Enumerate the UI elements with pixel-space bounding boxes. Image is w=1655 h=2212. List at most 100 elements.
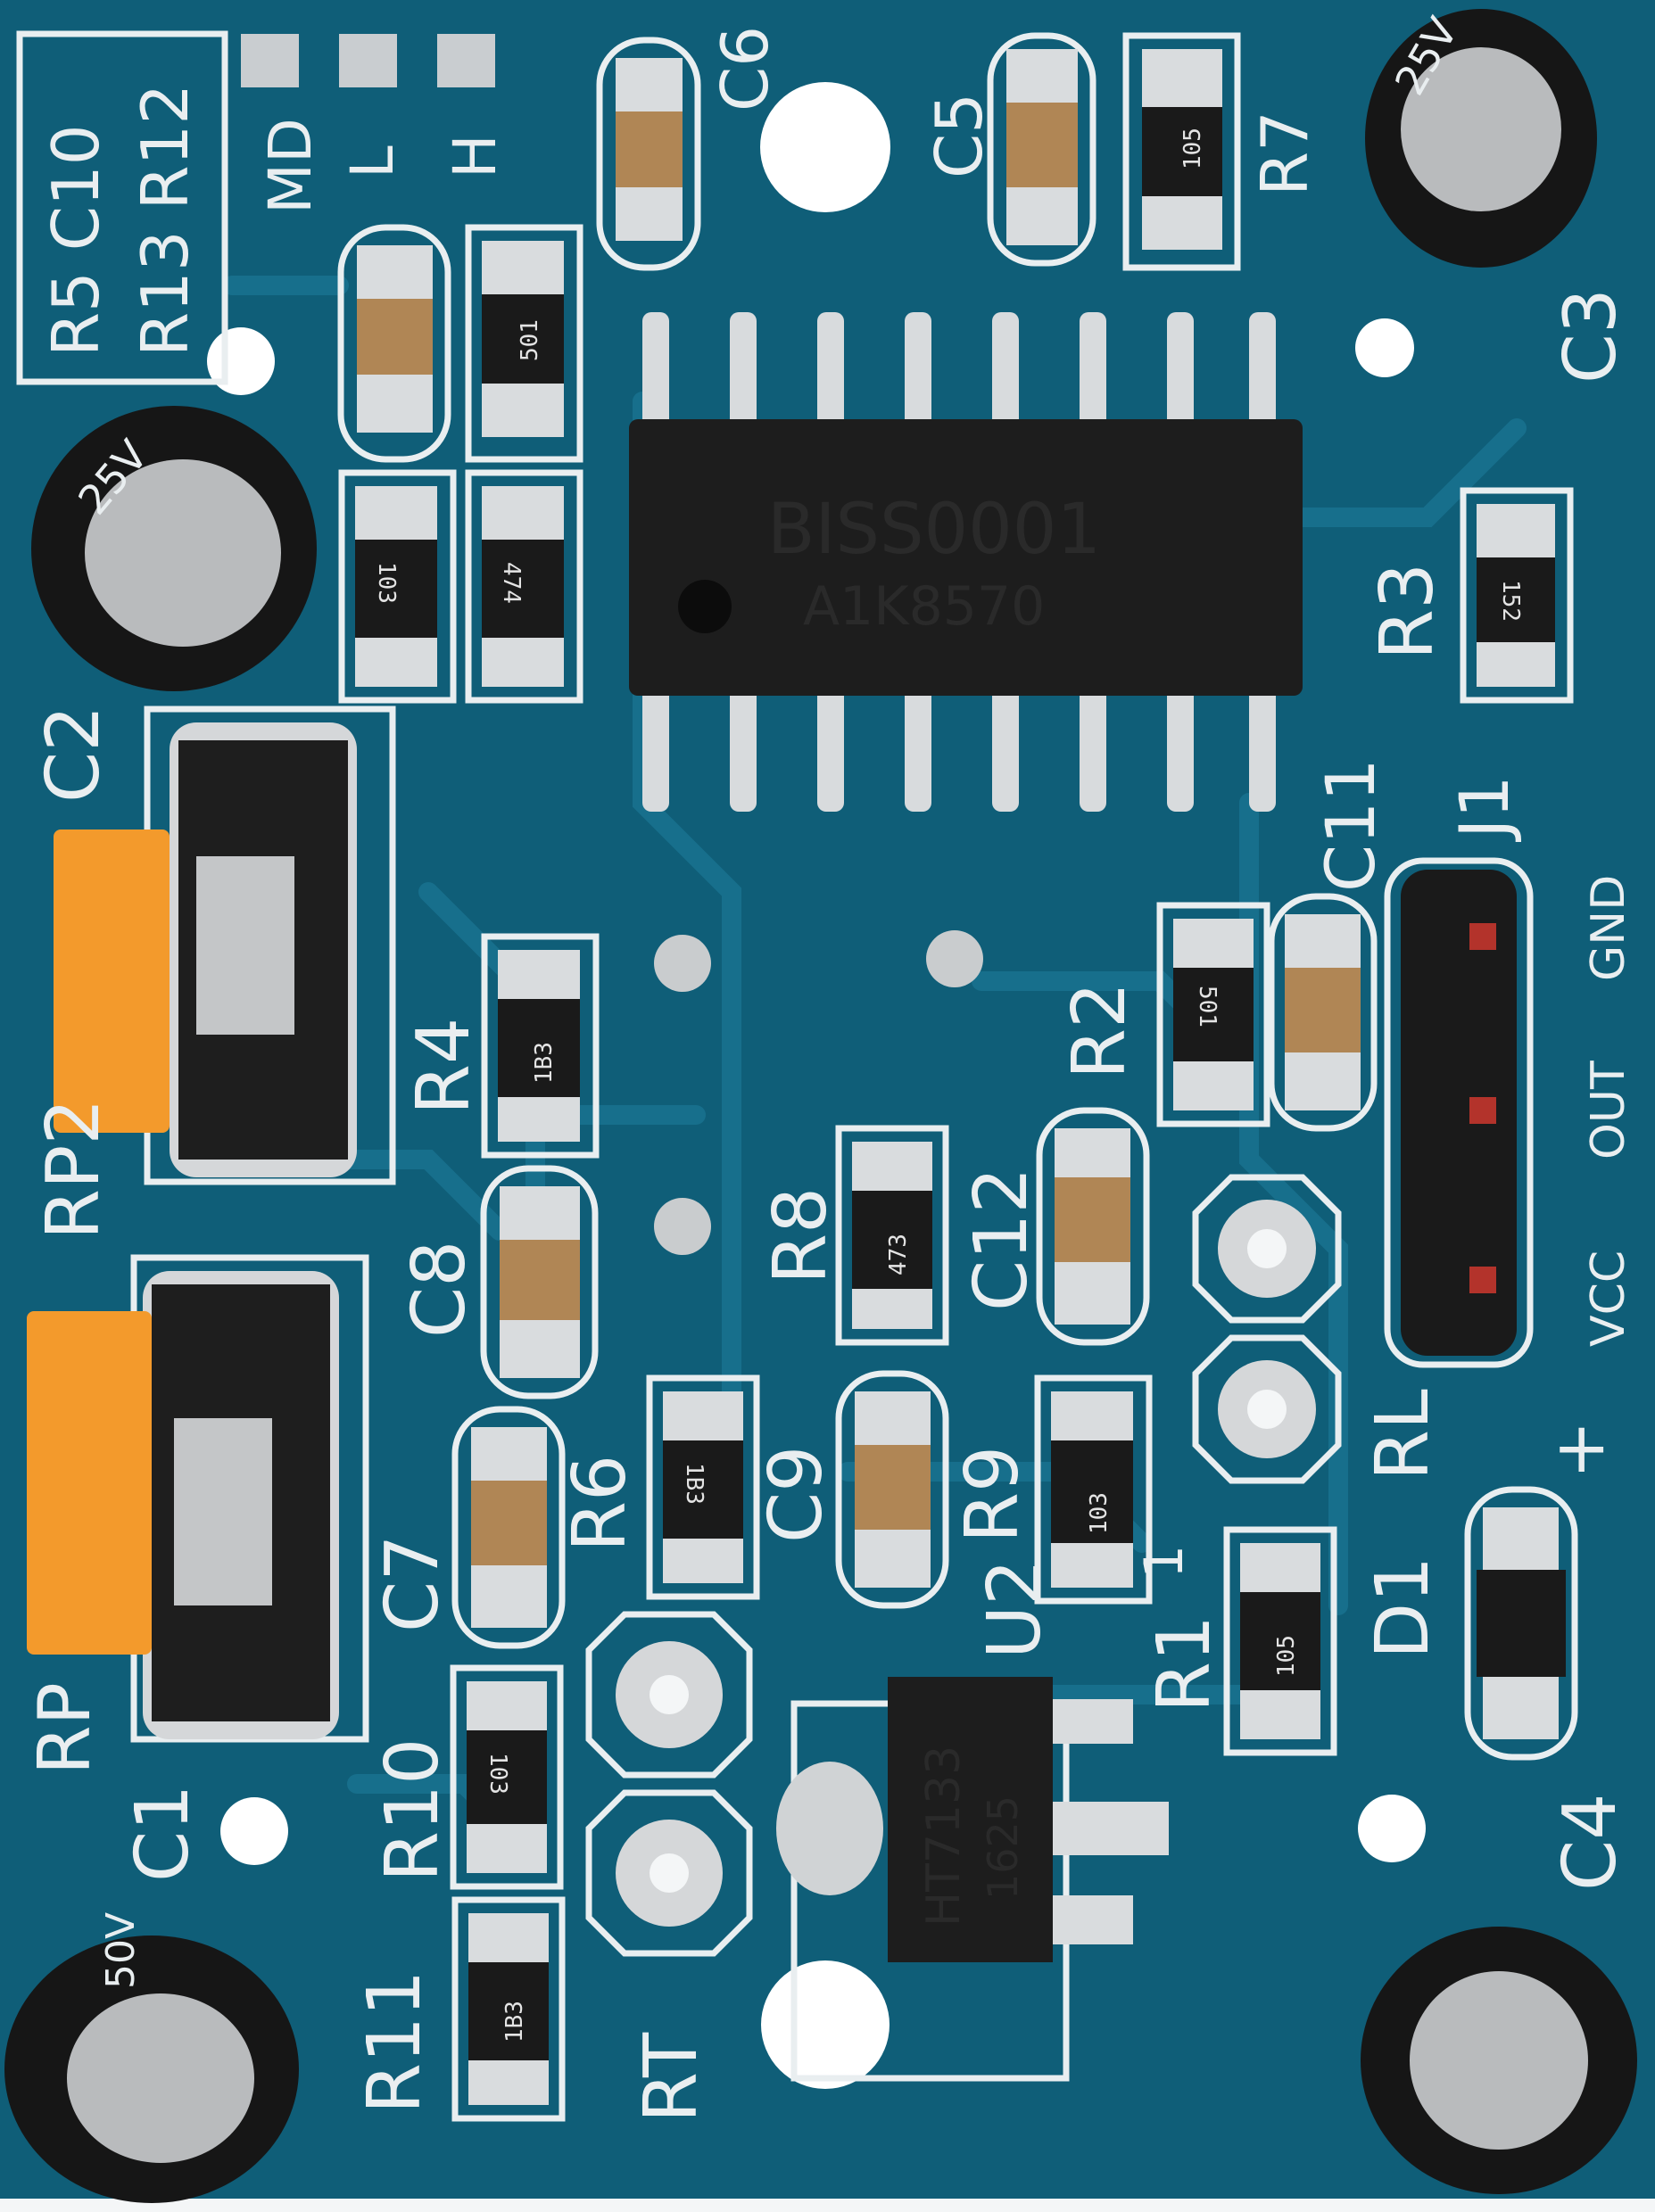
resistor-r10: 103 [450,1664,564,1890]
resistor-r4: 1B3 [481,933,600,1159]
r11-code: 1B3 [501,2001,528,2043]
r13-code: 103 [373,562,400,604]
capacitor-c7 [451,1406,566,1649]
resistor-r5: 501 [465,224,583,463]
ic-main-pins-bottom [642,687,1276,812]
label-c9: C9 [754,1446,839,1543]
resistor-r2: 501 [1156,902,1270,1127]
potentiometer-rp [27,1254,369,1743]
jumper-pad-h [437,34,495,87]
mounting-hole-right-bottom [1358,1795,1426,1862]
label-rp2: RP2 [31,1098,116,1240]
mounting-hole-left-top [207,327,275,395]
label-gnd: GND [1582,875,1635,981]
r10-code: 103 [484,1753,511,1795]
resistor-r3: 152 [1460,487,1574,704]
capacitor-c4-electrolytic [1361,1927,1637,2194]
label-r9: R9 [950,1446,1035,1543]
label-c8: C8 [397,1241,482,1338]
regulator-marking-2: 1625 [979,1795,1027,1900]
label-out: OUT [1582,1061,1635,1160]
resistor-r9: 103 [1034,1374,1153,1605]
resistor-r11: 1B3 [451,1896,566,2122]
label-c6: C6 [708,26,782,111]
ic-main-pins-top [642,312,1276,428]
jumper-pad-l [339,34,397,87]
rl-pads [1192,1174,1342,1484]
regulator-marking-1: HT7133 [917,1746,971,1927]
potentiometer-rp2 [54,706,396,1185]
ic-main-marking-2: A1K8570 [803,575,1045,638]
resistor-r12: 474 [465,469,583,704]
pin-vcc[interactable] [1469,1267,1496,1293]
resistor-r13: 103 [338,469,457,704]
label-r10: R10 [370,1738,455,1882]
rp2-knob[interactable] [54,830,170,1133]
jumper-note-outline [16,30,228,385]
label-c1: C1 [120,1785,205,1882]
rp-knob[interactable] [27,1311,152,1655]
r5-code: 501 [517,319,543,361]
rt-pads [585,1611,753,1957]
r3-code: 152 [1497,580,1524,622]
label-r3: R3 [1365,563,1450,660]
label-rl: RL [1361,1389,1445,1481]
resistor-r1: 105 [1223,1526,1337,1756]
label-plus: + [1552,1408,1610,1489]
label-r7: R7 [1247,111,1322,196]
photo-background [0,2199,1655,2212]
c1-value: 50V [98,1912,144,1989]
r1-code: 105 [1273,1635,1300,1677]
capacitor-c12 [1036,1107,1150,1346]
label-vcc: VCC [1582,1250,1635,1347]
label-r11: R11 [352,1970,437,2114]
label-c3: C3 [1549,288,1632,384]
label-r8: R8 [758,1187,843,1284]
label-u2: U2 [972,1559,1057,1659]
label-l: L [338,145,407,178]
r4-code: 1B3 [531,1042,558,1084]
capacitor-c2-electrolytic: 25V [31,406,317,691]
label-h: H [441,134,509,178]
mounting-hole-bottom [761,1960,890,2089]
ic-main: BISS0001 A1K8570 [629,312,1303,812]
mounting-hole-right-top [1355,318,1414,377]
capacitor-c6 [596,37,701,271]
r2-code: 501 [1194,986,1221,1028]
r6-code: 1B3 [681,1463,708,1505]
test-point-2 [926,930,983,987]
test-point-3 [654,1198,711,1255]
label-rp: RP [23,1682,106,1775]
capacitor-c10 [337,224,451,463]
capacitor-c1-electrolytic: 50V [4,1912,299,2203]
mode-label: MD [256,118,325,214]
label-r1: R1 [1142,1615,1227,1713]
label-c2: C2 [31,706,116,803]
ic-main-marking-1: BISS0001 [767,490,1101,570]
mounting-hole-top [760,82,890,212]
label-c11: C11 [1311,758,1390,892]
label-pin1: 1 [1133,1545,1196,1579]
pin-out[interactable] [1469,1097,1496,1124]
label-c4: C4 [1548,1794,1633,1891]
label-d1: D1 [1361,1556,1445,1659]
jumper-note-1: R5 C10 [38,124,113,357]
capacitor-c11 [1268,893,1378,1132]
capacitor-c8 [480,1165,599,1399]
regulator-u2: HT7133 1625 [776,1677,1169,2082]
r9-code: 103 [1086,1492,1113,1534]
pin-gnd[interactable] [1469,923,1496,950]
mounting-hole-left-bottom [220,1797,288,1865]
label-c12: C12 [959,1167,1044,1311]
ic-main-body [629,419,1303,696]
label-r6: R6 [558,1455,642,1552]
label-r2: R2 [1057,982,1142,1079]
resistor-r6: 1B3 [646,1374,760,1600]
capacitor-c3-electrolytic: 25V [1365,9,1597,268]
diode-d1 [1464,1486,1578,1761]
mode-jumper-pads [241,34,495,87]
jumper-note-2: R13 R12 [128,84,203,357]
jumper-pad-md [241,34,299,87]
